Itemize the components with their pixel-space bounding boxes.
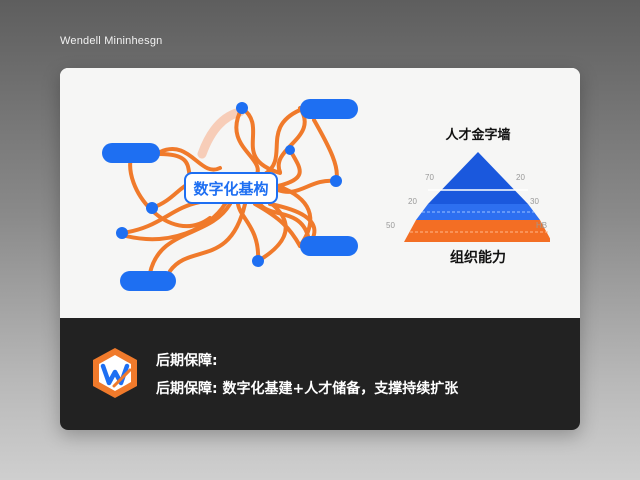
talent-pyramid: [404, 152, 550, 242]
pyramid-footer: 组织能力: [450, 250, 506, 266]
pyramid-title: 人才金字墙: [445, 128, 511, 143]
node-dot: [285, 145, 295, 155]
node-dot: [252, 255, 264, 267]
w-hexagon-logo-icon: [93, 348, 137, 398]
blue-node-pill: [300, 99, 358, 119]
pyramid-base-tier: [404, 220, 550, 242]
node-dot: [330, 175, 342, 187]
right-tick: 20: [516, 173, 525, 182]
blue-node-pill: [102, 143, 160, 163]
accent-arc: [197, 107, 245, 159]
center-node-label: 数字化基构: [184, 172, 278, 204]
left-tick: 70: [425, 173, 434, 182]
caption-heading: 后期保障:: [156, 353, 218, 369]
brand-name: Wendell Mininhesgn: [60, 35, 163, 47]
caption-text: 后期保障: 数字化基建+人才储备，支撑持续扩张: [156, 381, 459, 397]
pyramid-top-tier: [428, 152, 528, 204]
left-tick: 20: [408, 197, 417, 206]
illustration-panel: 数字化基构 人才金字墙 70 20 50 20 30 HB 组织能力: [60, 68, 580, 318]
node-dot: [146, 202, 158, 214]
node-dot: [116, 227, 128, 239]
caption-bar: [60, 318, 580, 430]
left-tick: 50: [386, 221, 395, 230]
slide-card: 数字化基构 人才金字墙 70 20 50 20 30 HB 组织能力 后期保障:…: [60, 68, 580, 430]
node-dots: [116, 102, 342, 267]
blue-node-pill: [300, 236, 358, 256]
node-dot: [236, 102, 248, 114]
right-tick: 30: [530, 197, 539, 206]
blue-node-pill: [120, 271, 176, 291]
right-tick: HB: [536, 221, 548, 230]
